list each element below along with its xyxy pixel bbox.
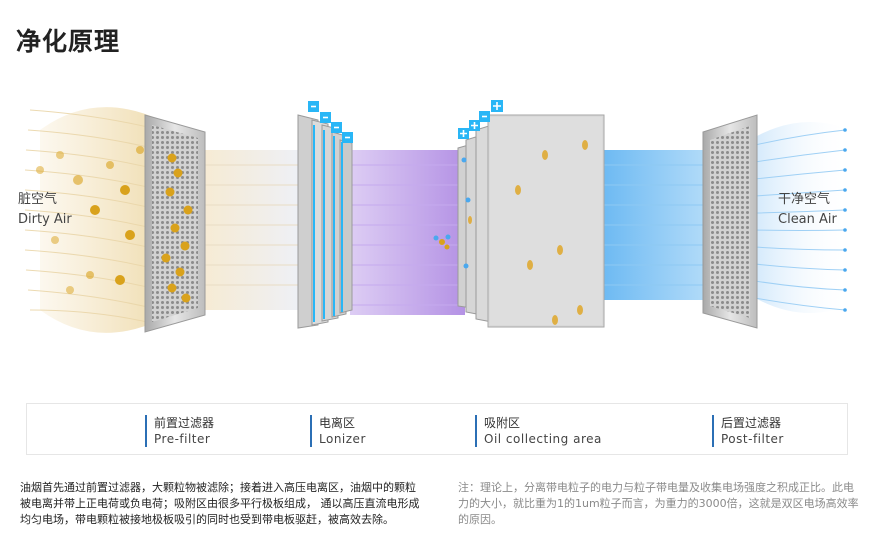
legend-label-en: Lonizer (319, 432, 366, 446)
legend-item-post-filter: 后置过滤器 Post-filter (712, 415, 784, 447)
collecting-plates (457, 114, 605, 328)
charged-particle (433, 234, 451, 250)
legend-label-zh: 吸附区 (484, 416, 521, 430)
legend-label-en: Oil collecting area (484, 432, 602, 446)
dirty-air-label-zh: 脏空气 (18, 192, 58, 207)
legend-label-zh: 后置过滤器 (721, 416, 782, 430)
clean-air-label-zh: 干净空气 (778, 192, 831, 207)
legend-label-zh: 电离区 (319, 416, 356, 430)
ionizer-plates (297, 114, 353, 329)
stage-legend: 前置过滤器 Pre-filter 电离区 Lonizer 吸附区 Oil col… (26, 403, 848, 455)
pre-ionizer-flow (205, 150, 300, 310)
minus-icon (479, 111, 490, 122)
legend-label-en: Post-filter (721, 432, 784, 446)
legend-item-ionizer: 电离区 Lonizer (310, 415, 366, 447)
legend-label-en: Pre-filter (154, 432, 211, 446)
note-description: 注：理论上，分离带电粒子的电力与粒子带电量及收集电场强度之积成正比。此电力的大小… (458, 481, 859, 526)
ionized-air-flow (350, 150, 465, 315)
clean-air-label-en: Clean Air (778, 212, 837, 227)
legend-item-collector: 吸附区 Oil collecting area (475, 415, 602, 447)
oil-particles (36, 146, 144, 294)
legend-item-pre-filter: 前置过滤器 Pre-filter (145, 415, 214, 447)
process-description: 油烟首先通过前置过滤器，大颗粒物被滤除；接着进入高压电离区，油烟中的颗粒被电离并… (20, 481, 420, 526)
minus-icon (308, 101, 353, 143)
clean-air-out-flow (750, 122, 850, 313)
purification-diagram (24, 100, 850, 333)
dirty-air-label: 脏空气 Dirty Air (18, 190, 72, 230)
pre-filter-panel (144, 114, 206, 333)
legend-label-zh: 前置过滤器 (154, 416, 215, 430)
page-title: 净化原理 (16, 27, 121, 56)
post-filter-panel (702, 114, 758, 329)
plus-icon (458, 100, 503, 139)
dirty-air-label-en: Dirty Air (18, 212, 72, 227)
clean-air-label: 干净空气 Clean Air (778, 190, 837, 230)
